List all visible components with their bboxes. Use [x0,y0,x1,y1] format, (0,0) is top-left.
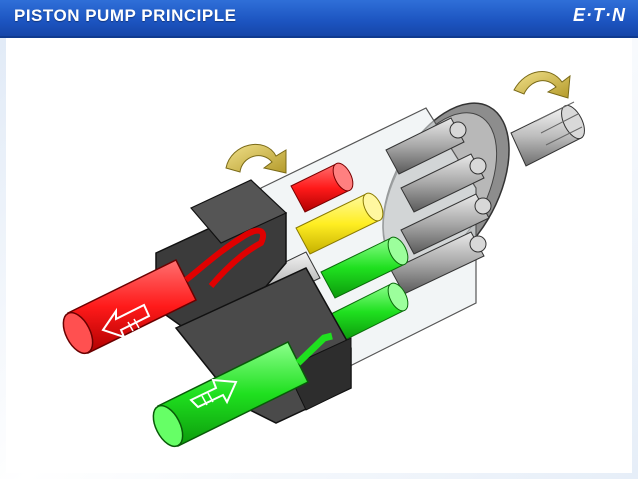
rotation-arrow-icon-left [225,143,287,174]
title-bar: PISTON PUMP PRINCIPLE E·T·N [0,0,638,38]
drive-shaft [510,101,585,167]
arrow-left-icon [101,303,151,339]
bore-red [290,162,354,213]
piston-rods [385,117,492,295]
arrow-right-icon [189,378,238,409]
outlet-port-red [62,227,266,355]
bore-yellow [295,192,384,255]
rotation-arrow-icon [513,71,571,99]
page-title: PISTON PUMP PRINCIPLE [14,6,237,25]
bore-green-lower [330,282,409,341]
eaton-logo: E·T·N [573,5,626,25]
bore-green-upper [320,236,409,299]
diagram-area [6,38,632,473]
piston-pump-diagram [62,71,585,448]
inlet-port-green [152,332,333,448]
